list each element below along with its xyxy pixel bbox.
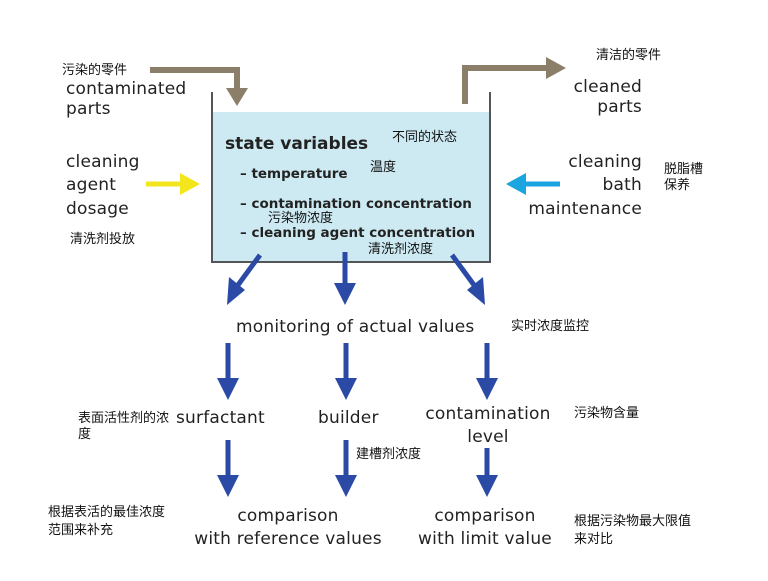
state-variables-title: state variables (225, 134, 369, 154)
monitoring-zh-label: 实时浓度监控 (511, 319, 590, 334)
cleaning-agent-concentration-zh-label: 清洗剂浓度 (368, 242, 434, 257)
cleaning-agent-dosage-zh-label: 清洗剂投放 (70, 232, 136, 247)
surfactant-label: surfactant (176, 408, 265, 428)
builder-label: builder (318, 408, 379, 428)
contaminated-parts-label: contaminated parts (66, 79, 187, 120)
cleaned-parts-zh-label: 清洁的零件 (596, 48, 662, 63)
cleaned-parts-arrow (462, 57, 566, 104)
cleaning-tank (212, 112, 490, 262)
limit-comparison-label: comparison with limit value (418, 506, 552, 549)
temperature-zh-label: 温度 (370, 160, 397, 175)
maintenance-arrow (506, 173, 560, 195)
contaminated-parts-zh-label: 污染的零件 (62, 63, 128, 78)
contamination-level-zh-label: 污染物含量 (574, 406, 640, 421)
tank-to-monitoring-center-arrow (334, 252, 356, 305)
cleaning-bath-maintenance-label: cleaning bath maintenance (528, 152, 642, 219)
monitoring-to-builder-arrow (335, 343, 357, 400)
surfactant-zh-label: 表面活性剂的浓 度 (78, 411, 170, 442)
builder-zh-label: 建槽剂浓度 (356, 447, 422, 462)
contamination-concentration-zh-label: 污染物浓度 (268, 211, 334, 226)
tank-to-monitoring-right-arrow (449, 253, 485, 305)
cleaning-bath-maintenance-zh-label: 脱脂槽 保养 (664, 162, 704, 193)
builder-to-comparison-arrow (335, 440, 357, 497)
state-variables-zh-title: 不同的状态 (392, 130, 458, 145)
monitoring-label: monitoring of actual values (236, 317, 475, 337)
contamination-to-comparison-arrow (476, 448, 498, 497)
reference-comparison-zh-label: 根据表活的最佳浓度 范围来补充 (48, 505, 166, 539)
tank-to-monitoring-left-arrow (227, 253, 263, 305)
temperature-variable: – temperature (240, 166, 348, 182)
monitoring-to-contamination-arrow (476, 343, 498, 400)
reference-comparison-label: comparison with reference values (194, 506, 382, 549)
contamination-level-label: contamination level (425, 404, 551, 447)
tank-outline (211, 92, 491, 263)
monitoring-to-surfactant-arrow (217, 343, 239, 400)
cleaning-agent-concentration-variable: – cleaning agent concentration (240, 225, 476, 241)
cleaned-parts-label: cleaned parts (573, 77, 642, 118)
cleaning-agent-dosage-label: cleaning agent dosage (66, 152, 140, 219)
contamination-concentration-variable: – contamination concentration (240, 196, 472, 212)
surfactant-to-comparison-arrow (217, 440, 239, 497)
contaminated-parts-arrow (150, 67, 248, 106)
limit-comparison-zh-label: 根据污染物最大限值 来对比 (574, 514, 692, 548)
dosage-arrow (146, 173, 200, 195)
